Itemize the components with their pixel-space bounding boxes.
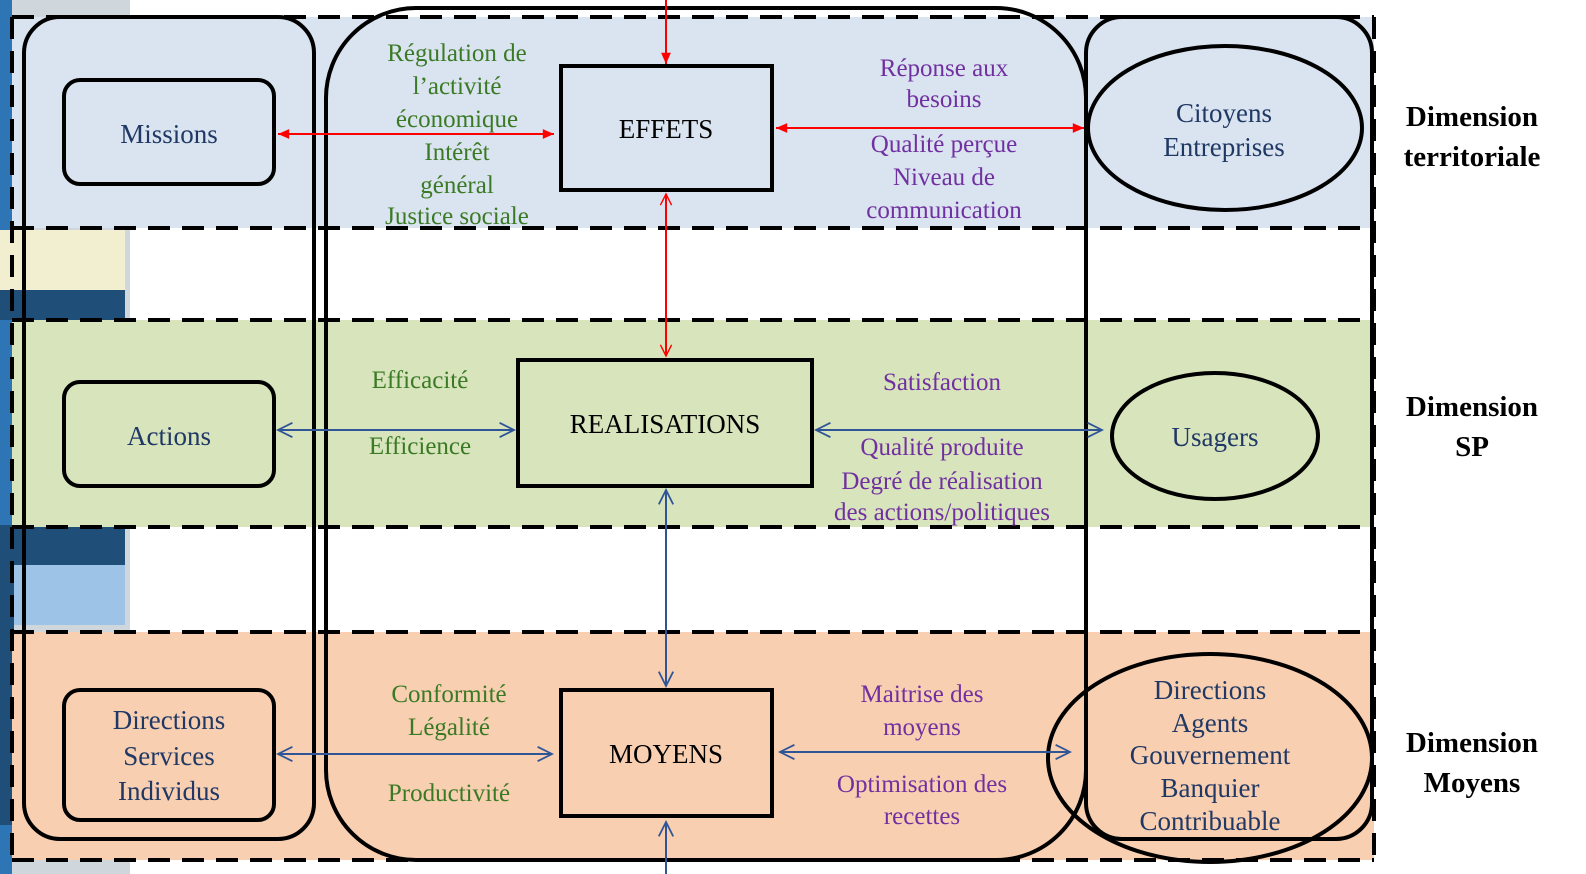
crit-reponse-2: besoins (907, 86, 982, 113)
missions-label: Missions (120, 119, 218, 149)
acteurs-line-3: Gouvernement (1130, 740, 1291, 770)
usagers-label: Usagers (1172, 422, 1259, 452)
crit-conformite: Conformité (391, 681, 506, 708)
citoyens-line-2: Entreprises (1163, 132, 1284, 162)
crit-degre: Degré de réalisation (841, 468, 1043, 495)
crit-efficience: Efficience (369, 433, 471, 460)
band-moyens (12, 630, 1374, 862)
acteurs-line-4: Banquier (1161, 773, 1260, 803)
acteurs-line-2: Agents (1172, 708, 1249, 738)
crit-actions-politiques: des actions/politiques (834, 499, 1050, 526)
missions-box (62, 78, 276, 186)
effets-label: EFFETS (619, 114, 714, 144)
moyens-box (559, 688, 774, 818)
crit-territoriale-6: Justice sociale (385, 203, 529, 230)
crit-territoriale-4: Intérêt (424, 139, 489, 166)
crit-efficacite: Efficacité (372, 367, 469, 394)
crit-qualite-produite: Qualité produite (860, 434, 1023, 461)
crit-optimisation-1: Optimisation des (837, 771, 1007, 798)
crit-productivite: Productivité (388, 780, 510, 807)
directions-line-2: Services (123, 741, 214, 771)
crit-optimisation-2: recettes (884, 803, 960, 830)
crit-territoriale-1: Régulation de (387, 40, 527, 67)
crit-territoriale-2: l’activité (413, 73, 502, 100)
actions-label: Actions (127, 421, 211, 451)
dimension-moyens-1: Dimension (1406, 727, 1538, 759)
dimension-moyens-2: Moyens (1424, 767, 1521, 799)
realisations-box (516, 358, 814, 488)
crit-qualite-percue: Qualité perçue (871, 131, 1017, 158)
crit-niveau: Niveau de (893, 164, 995, 191)
citoyens-line-1: Citoyens (1176, 98, 1272, 128)
crit-communication: communication (866, 197, 1022, 224)
crit-satisfaction: Satisfaction (883, 369, 1002, 396)
crit-reponse-1: Réponse aux (880, 55, 1009, 82)
moyens-label: MOYENS (609, 739, 723, 769)
crit-maitrise-2: moyens (883, 714, 961, 741)
crit-legalite: Légalité (408, 714, 490, 741)
directions-line-1: Directions (113, 705, 225, 735)
acteurs-line-5: Contribuable (1140, 806, 1281, 836)
effets-box (559, 64, 774, 192)
usagers-ellipse (1110, 371, 1320, 501)
dimension-territoriale-2: territoriale (1404, 141, 1541, 173)
directions-line-3: Individus (118, 776, 220, 806)
dimension-sp-1: Dimension (1406, 391, 1538, 423)
band-sp (12, 318, 1374, 529)
actions-box (62, 380, 276, 488)
crit-maitrise-1: Maitrise des (861, 681, 984, 708)
dimension-sp-2: SP (1455, 431, 1489, 463)
crit-territoriale-5: général (420, 172, 494, 199)
acteurs-line-1: Directions (1154, 675, 1266, 705)
citoyens-ellipse (1086, 44, 1364, 212)
directions-box (62, 688, 276, 822)
realisations-label: REALISATIONS (570, 409, 761, 439)
dimension-territoriale-1: Dimension (1406, 101, 1538, 133)
crit-territoriale-3: économique (396, 106, 518, 133)
